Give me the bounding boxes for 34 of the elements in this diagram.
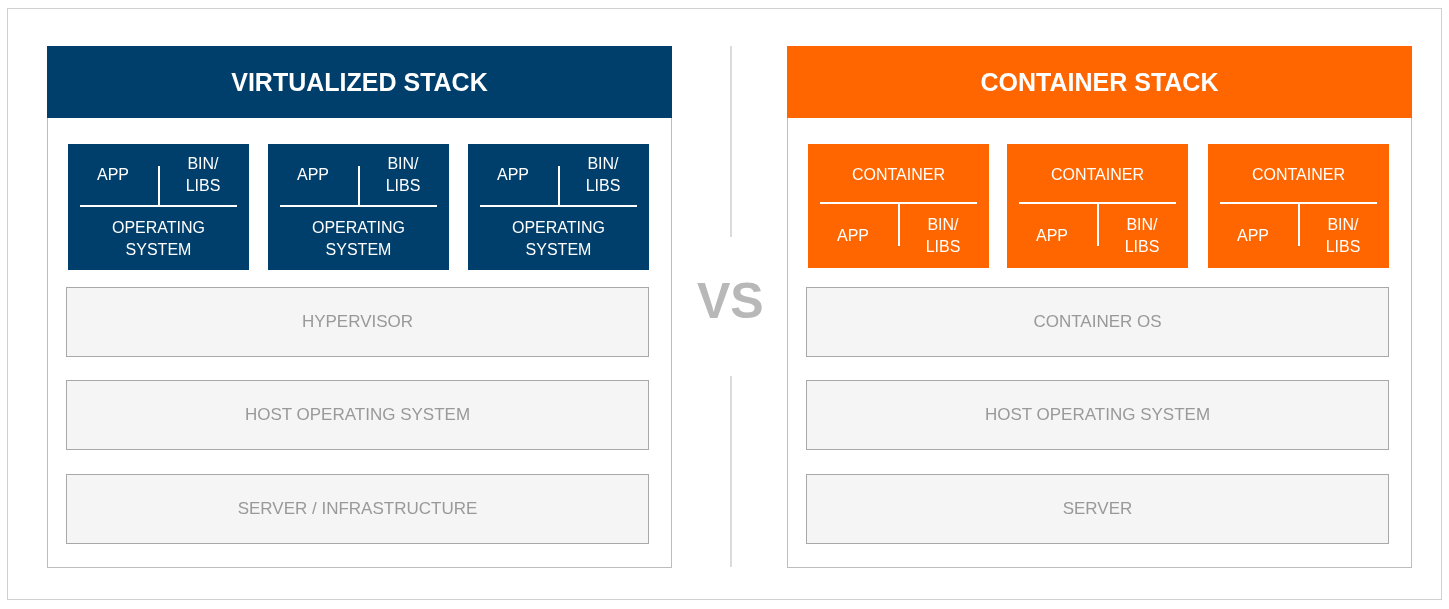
libs-label: BIN/ LIBS xyxy=(1123,215,1161,257)
libs-label: BIN/ LIBS xyxy=(184,154,222,196)
layer-box: SERVER xyxy=(806,474,1389,544)
container-box xyxy=(808,144,989,268)
stack-panel xyxy=(787,46,1412,568)
libs-label: BIN/ LIBS xyxy=(1324,215,1362,257)
panel-header: VIRTUALIZED STACK xyxy=(47,46,672,118)
libs-label: BIN/ LIBS xyxy=(924,215,962,257)
layer-box: HOST OPERATING SYSTEM xyxy=(66,380,649,450)
layer-box: HYPERVISOR xyxy=(66,287,649,357)
os-label: OPERATING SYSTEM xyxy=(110,218,206,260)
app-label: APP xyxy=(96,165,130,185)
layer-box: CONTAINER OS xyxy=(806,287,1389,357)
container-box xyxy=(1208,144,1389,268)
container-label: CONTAINER xyxy=(1250,165,1346,185)
stack-panel xyxy=(47,46,672,568)
app-label: APP xyxy=(296,165,330,185)
container-box xyxy=(1007,144,1188,268)
container-label: CONTAINER xyxy=(1049,165,1145,185)
app-label: APP xyxy=(1035,226,1069,246)
layer-box: HOST OPERATING SYSTEM xyxy=(806,380,1389,450)
app-label: APP xyxy=(836,226,870,246)
libs-label: BIN/ LIBS xyxy=(384,154,422,196)
os-label: OPERATING SYSTEM xyxy=(510,218,606,260)
vm-box xyxy=(468,144,649,270)
os-label: OPERATING SYSTEM xyxy=(310,218,406,260)
panel-header: CONTAINER STACK xyxy=(787,46,1412,118)
app-label: APP xyxy=(1236,226,1270,246)
vm-box xyxy=(268,144,449,270)
app-label: APP xyxy=(496,165,530,185)
vm-box xyxy=(68,144,249,270)
layer-box: SERVER / INFRASTRUCTURE xyxy=(66,474,649,544)
container-label: CONTAINER xyxy=(850,165,946,185)
libs-label: BIN/ LIBS xyxy=(584,154,622,196)
